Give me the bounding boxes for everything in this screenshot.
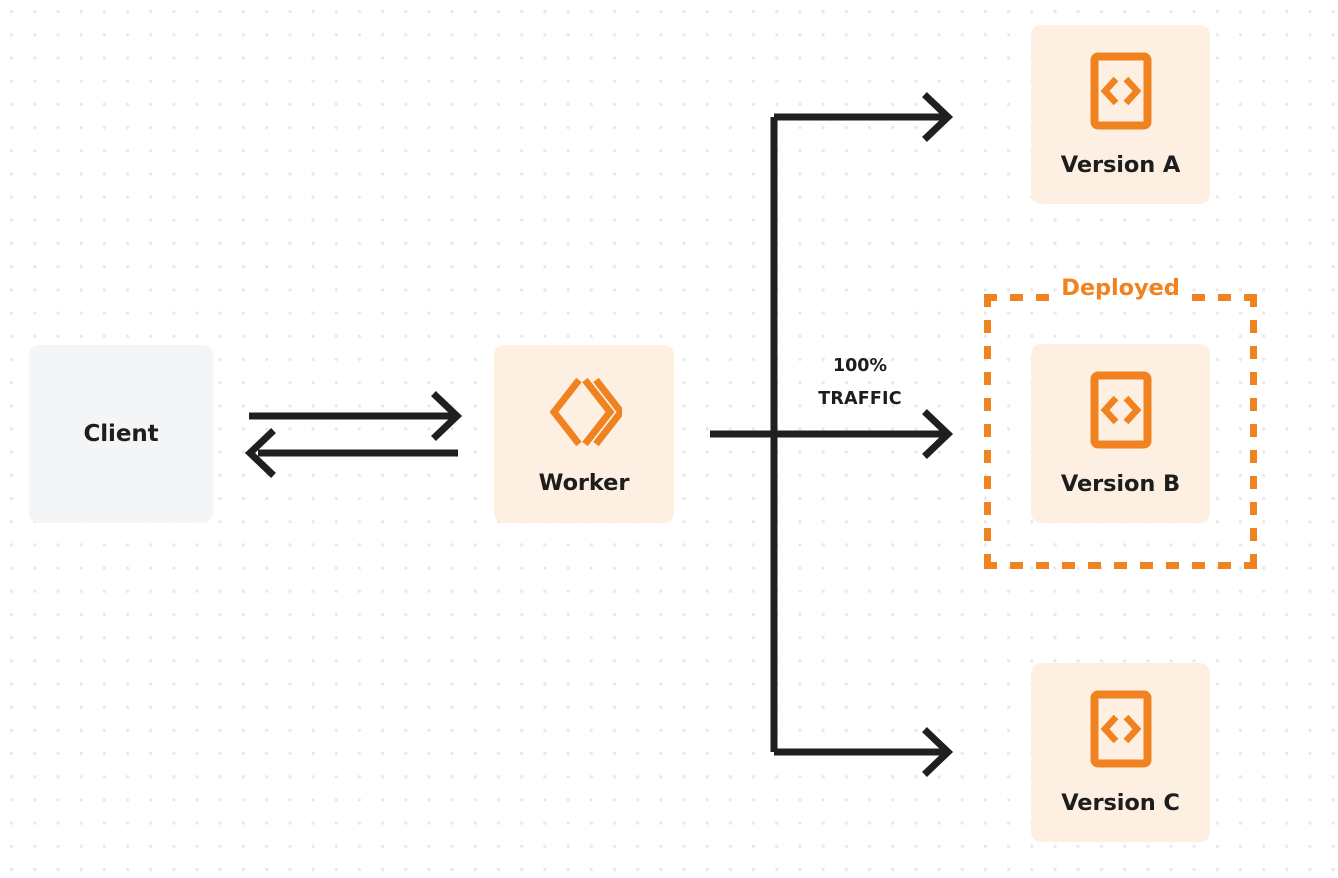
node-version-b-label: Version B — [1060, 471, 1181, 498]
node-version-a-label: Version A — [1060, 152, 1181, 179]
node-version-c[interactable]: Version C — [1031, 663, 1210, 842]
node-client[interactable]: Client — [29, 345, 213, 523]
node-client-label: Client — [83, 420, 159, 447]
arrow-worker-to-version-a — [774, 92, 954, 142]
arrow-worker-to-client — [244, 428, 458, 478]
code-file-icon — [1090, 690, 1152, 772]
deployed-border-top-left — [984, 294, 1049, 301]
code-file-icon — [1090, 52, 1152, 134]
deployed-border-left — [984, 294, 991, 569]
code-file-icon — [1090, 371, 1152, 453]
node-worker-label: Worker — [538, 469, 630, 496]
deployed-group-label: Deployed — [1061, 275, 1180, 301]
traffic-percent: 100% — [832, 356, 888, 376]
cloudflare-workers-logo-icon — [546, 374, 626, 454]
deployed-border-right — [1250, 294, 1257, 569]
arrow-worker-to-version-b — [710, 409, 954, 459]
deployed-border-top-right — [1192, 294, 1257, 301]
deployed-border-bottom — [984, 562, 1257, 569]
deployed-group: Deployed — [984, 277, 1257, 569]
node-version-b[interactable]: Version B — [1031, 344, 1210, 523]
traffic-caption: TRAFFIC — [818, 389, 902, 409]
arrow-worker-to-version-c — [774, 727, 954, 777]
node-version-a[interactable]: Version A — [1031, 25, 1210, 204]
arrow-client-to-worker — [249, 391, 463, 441]
node-worker[interactable]: Worker — [494, 345, 674, 523]
node-version-c-label: Version C — [1061, 790, 1180, 817]
traffic-annotation: 100% TRAFFIC — [795, 350, 925, 416]
